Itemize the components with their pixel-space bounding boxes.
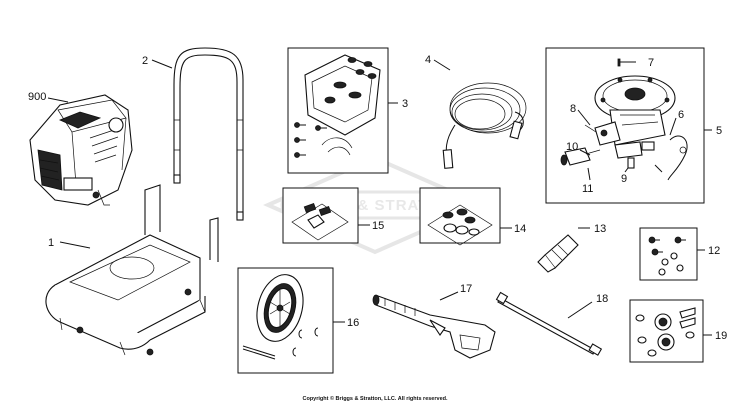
callout-6: 6: [678, 109, 684, 121]
part-16-wheel: [242, 274, 319, 360]
callout-5: 5: [716, 125, 722, 137]
part-4-hose: [442, 82, 527, 169]
callout-900: 900: [28, 91, 46, 103]
callout-15: 15: [372, 220, 384, 232]
part-12-box: [639, 227, 698, 281]
callout-2: 2: [142, 55, 148, 67]
callout-10: 10: [566, 141, 578, 153]
callout-13: 13: [594, 223, 606, 235]
callout-4: 4: [425, 54, 431, 66]
callout-11: 11: [582, 183, 593, 195]
part-14-kit: [427, 204, 493, 246]
leader-lines: [47, 59, 712, 336]
callout-3: 3: [402, 98, 408, 110]
part-13-nozzle: [537, 234, 579, 273]
copyright-notice: Copyright © Briggs & Stratton, LLC. All …: [302, 395, 448, 402]
part-2-handle: [173, 47, 244, 221]
part-17-spray-gun: [372, 294, 496, 359]
part-14-box: [419, 187, 501, 244]
part-15-kit: [291, 202, 349, 241]
part-18-wand: [495, 291, 603, 356]
callout-7: 7: [648, 57, 654, 69]
callout-19: 19: [715, 330, 727, 342]
part-15-box: [282, 187, 359, 244]
callout-17: 17: [460, 283, 472, 295]
callout-labels: 900 2 1 3 4 5 6 7 8 9 10 11 12 13 14 15 …: [28, 54, 727, 342]
callout-1: 1: [48, 237, 54, 249]
callout-18: 18: [596, 293, 608, 305]
callout-16: 16: [347, 317, 359, 329]
callout-14: 14: [514, 223, 526, 235]
callout-12: 12: [708, 245, 720, 257]
part-5-pump: [560, 58, 688, 181]
callout-9: 9: [621, 173, 627, 185]
callout-8: 8: [570, 103, 576, 115]
part-3-bracket: [294, 54, 381, 158]
part-900-engine: [29, 94, 133, 206]
part-19-wheel-kit: [635, 307, 696, 357]
part-12-hardware: [648, 236, 686, 276]
part-1-frame: [45, 184, 219, 356]
